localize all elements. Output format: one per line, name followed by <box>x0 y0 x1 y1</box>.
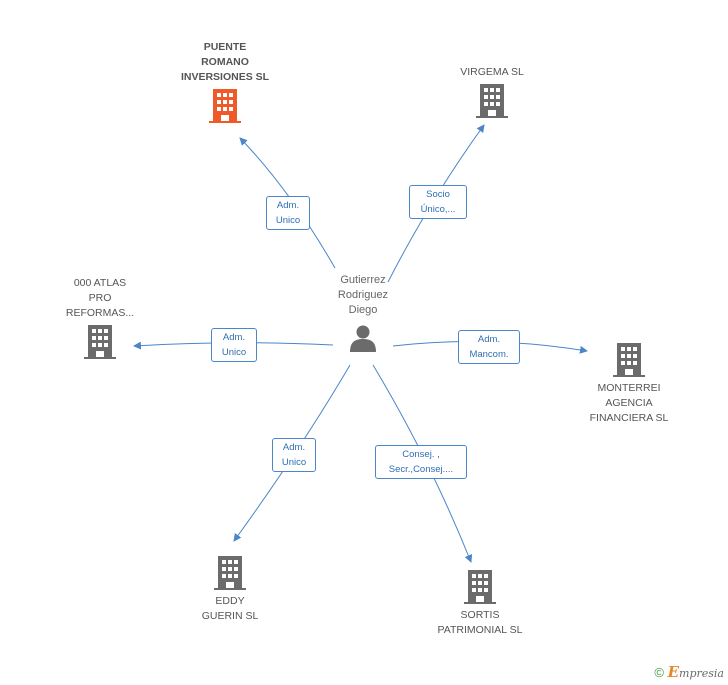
copyright-symbol: © <box>654 665 664 680</box>
role-label-atlas[interactable]: Adm. Unico <box>211 328 257 362</box>
company-label: MONTERREI AGENCIA FINANCIERA SL <box>589 382 669 424</box>
company-label: 000 ATLAS PRO REFORMAS... <box>65 277 135 319</box>
brand-rest: mpresia <box>679 667 724 680</box>
role-label-virgema[interactable]: Socio Único,... <box>409 185 467 219</box>
company-node-eddy[interactable]: EDDY GUERIN SL <box>172 555 288 624</box>
role-label-puente[interactable]: Adm. Unico <box>266 196 310 230</box>
empresia-watermark: © Empresia <box>654 663 724 681</box>
company-label: VIRGEMA SL <box>460 66 524 78</box>
company-node-monterrei[interactable]: MONTERREI AGENCIA FINANCIERA SL <box>570 342 688 426</box>
role-label-sortis[interactable]: Consej. , Secr.,Consej.... <box>375 445 467 479</box>
company-node-sortis[interactable]: SORTIS PATRIMONIAL SL <box>420 569 540 638</box>
person-label: Gutierrez Rodriguez Diego <box>337 274 389 316</box>
building-icon <box>214 556 246 590</box>
building-icon <box>209 89 241 123</box>
company-node-atlas[interactable]: 000 ATLAS PRO REFORMAS... <box>44 276 156 360</box>
person-icon <box>350 325 376 352</box>
brand-initial: E <box>667 663 680 681</box>
company-label: EDDY GUERIN SL <box>201 595 259 622</box>
role-label-eddy[interactable]: Adm. Unico <box>272 438 316 472</box>
company-node-puente[interactable]: PUENTE ROMANO INVERSIONES SL <box>165 40 285 124</box>
company-node-virgema[interactable]: VIRGEMA SL <box>434 65 550 119</box>
building-icon <box>613 343 645 377</box>
building-icon <box>476 84 508 118</box>
building-icon <box>84 325 116 359</box>
brand-logo: Empresia <box>668 663 724 681</box>
company-label: PUENTE ROMANO INVERSIONES SL <box>180 41 270 83</box>
building-icon <box>464 570 496 604</box>
role-label-monterrei[interactable]: Adm. Mancom. <box>458 330 520 364</box>
company-label: SORTIS PATRIMONIAL SL <box>437 609 523 636</box>
person-node[interactable]: Gutierrez Rodriguez Diego <box>318 273 408 352</box>
